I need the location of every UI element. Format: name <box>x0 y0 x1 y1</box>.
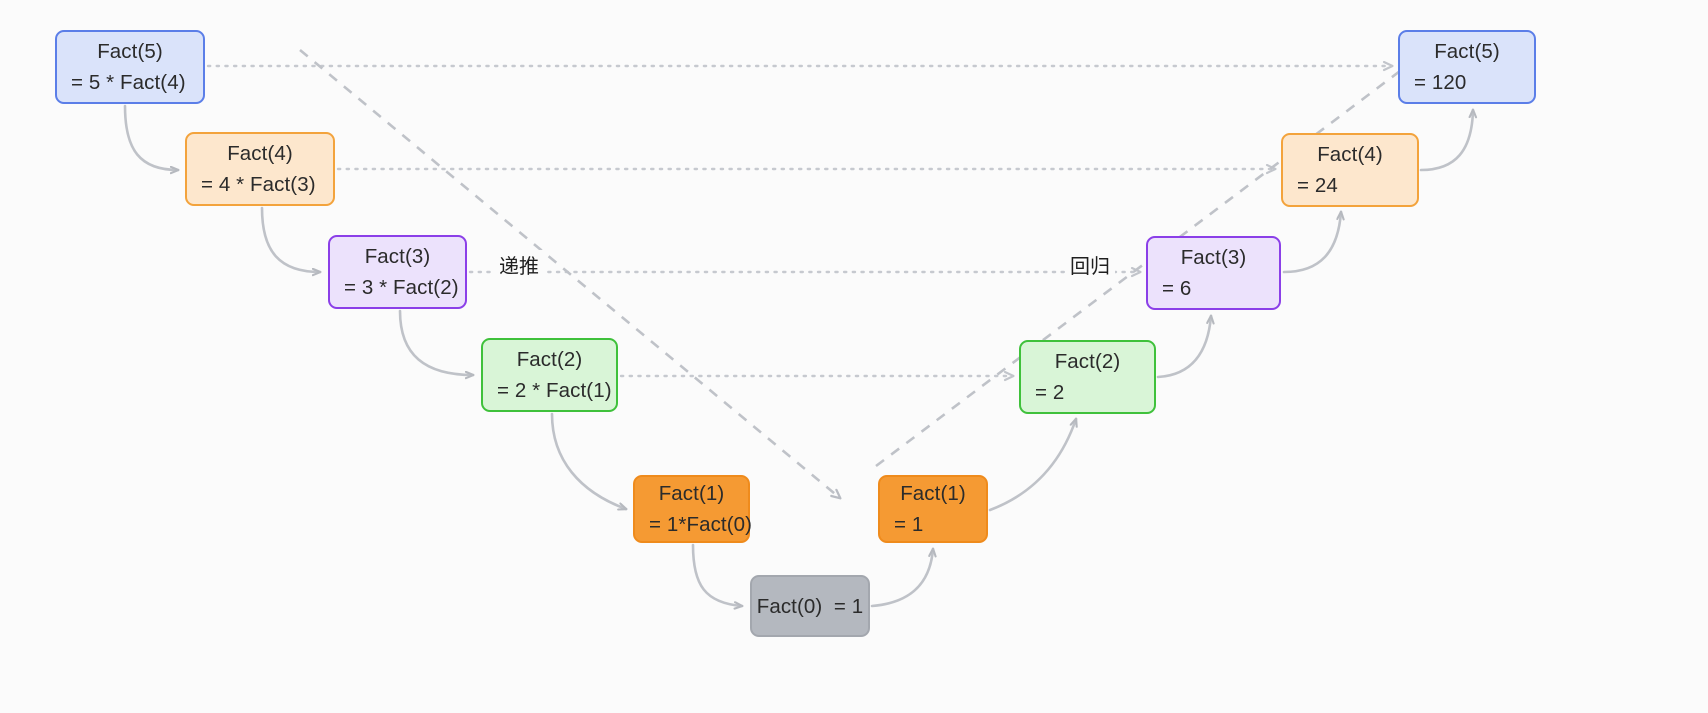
node-label-primary: Fact(0) = 1 <box>756 594 864 618</box>
node-label-primary: Fact(4) <box>1317 143 1383 166</box>
node-label-secondary: = 1 <box>894 513 924 536</box>
node-label-primary: Fact(2) <box>1054 350 1121 373</box>
node-label-primary: Fact(3) <box>1180 246 1247 269</box>
node-label-secondary: = 24 <box>1297 174 1338 197</box>
horizontal-level-connectors <box>206 66 1392 376</box>
node-left-fact5[interactable]: Fact(5) = 5 * Fact(4) <box>55 30 205 104</box>
node-right-fact1[interactable]: Fact(1) = 1 <box>878 475 988 543</box>
node-label-secondary: = 1*Fact(0) <box>649 513 753 536</box>
node-label-secondary: = 2 * Fact(1) <box>497 379 612 402</box>
node-left-fact2[interactable]: Fact(2) = 2 * Fact(1) <box>481 338 618 412</box>
node-right-fact5[interactable]: Fact(5) = 120 <box>1398 30 1536 104</box>
node-label-secondary: = 120 <box>1414 71 1467 94</box>
edge-label-descend: 递推 <box>494 250 544 279</box>
node-label-primary: Fact(2) <box>516 348 583 371</box>
node-base-fact0[interactable]: Fact(0) = 1 <box>750 575 870 637</box>
node-label-primary: Fact(5) <box>1434 40 1500 63</box>
ascend-curves <box>870 110 1473 608</box>
node-label-primary: Fact(1) <box>658 482 725 505</box>
node-label-secondary: = 3 * Fact(2) <box>344 276 459 299</box>
node-label-primary: Fact(4) <box>227 142 293 165</box>
node-left-fact1[interactable]: Fact(1) = 1*Fact(0) <box>633 475 753 543</box>
node-label-secondary: = 6 <box>1162 277 1192 300</box>
node-label-primary: Fact(1) <box>900 482 966 505</box>
descend-curves <box>123 104 742 606</box>
node-right-fact2[interactable]: Fact(2) = 2 <box>1019 340 1156 414</box>
node-right-fact3[interactable]: Fact(3) = 6 <box>1146 236 1281 310</box>
node-left-fact3[interactable]: Fact(3) = 3 * Fact(2) <box>328 235 467 309</box>
node-label-primary: Fact(3) <box>364 245 431 268</box>
node-label-primary: Fact(5) <box>97 40 163 63</box>
ascend-diagonal <box>875 62 1412 468</box>
descend-diagonal <box>299 48 840 498</box>
edge-label-ascend: 回归 <box>1065 250 1115 279</box>
node-label-secondary: = 4 * Fact(3) <box>201 173 316 196</box>
node-right-fact4[interactable]: Fact(4) = 24 <box>1281 133 1419 207</box>
node-label-secondary: = 2 <box>1035 381 1065 404</box>
node-left-fact4[interactable]: Fact(4) = 4 * Fact(3) <box>185 132 335 206</box>
node-label-secondary: = 5 * Fact(4) <box>71 71 186 94</box>
